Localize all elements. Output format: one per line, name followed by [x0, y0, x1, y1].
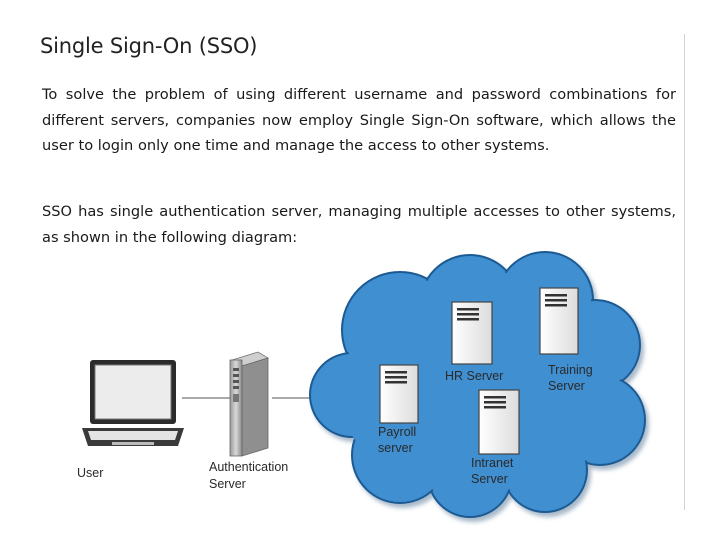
payroll-server-label-line2: server — [378, 441, 413, 455]
laptop-icon — [82, 360, 184, 446]
training-server-label-line1: Training — [548, 363, 593, 377]
training-server-icon — [539, 287, 579, 355]
page-edge-line — [684, 34, 685, 510]
intro-paragraph: To solve the problem of using different … — [42, 86, 676, 154]
page-title: Single Sign-On (SSO) — [40, 34, 258, 58]
sso-paragraph: SSO has single authentication server, ma… — [42, 203, 676, 246]
auth-server-label-line1: Authentication — [209, 460, 288, 474]
training-server-label-line2: Server — [548, 379, 585, 393]
intranet-server-label-line2: Server — [471, 472, 508, 486]
user-label: User — [77, 466, 103, 480]
auth-server-label-line2: Server — [209, 477, 246, 491]
intranet-server-icon — [478, 389, 520, 455]
hr-server-icon — [451, 301, 493, 365]
payroll-server-icon — [379, 364, 419, 424]
payroll-server-label-line1: Payroll — [378, 425, 416, 439]
cloud-icon — [309, 251, 646, 518]
hr-server-label: HR Server — [445, 369, 503, 383]
server-tower-icon — [229, 351, 269, 457]
intranet-server-label-line1: Intranet — [471, 456, 514, 470]
